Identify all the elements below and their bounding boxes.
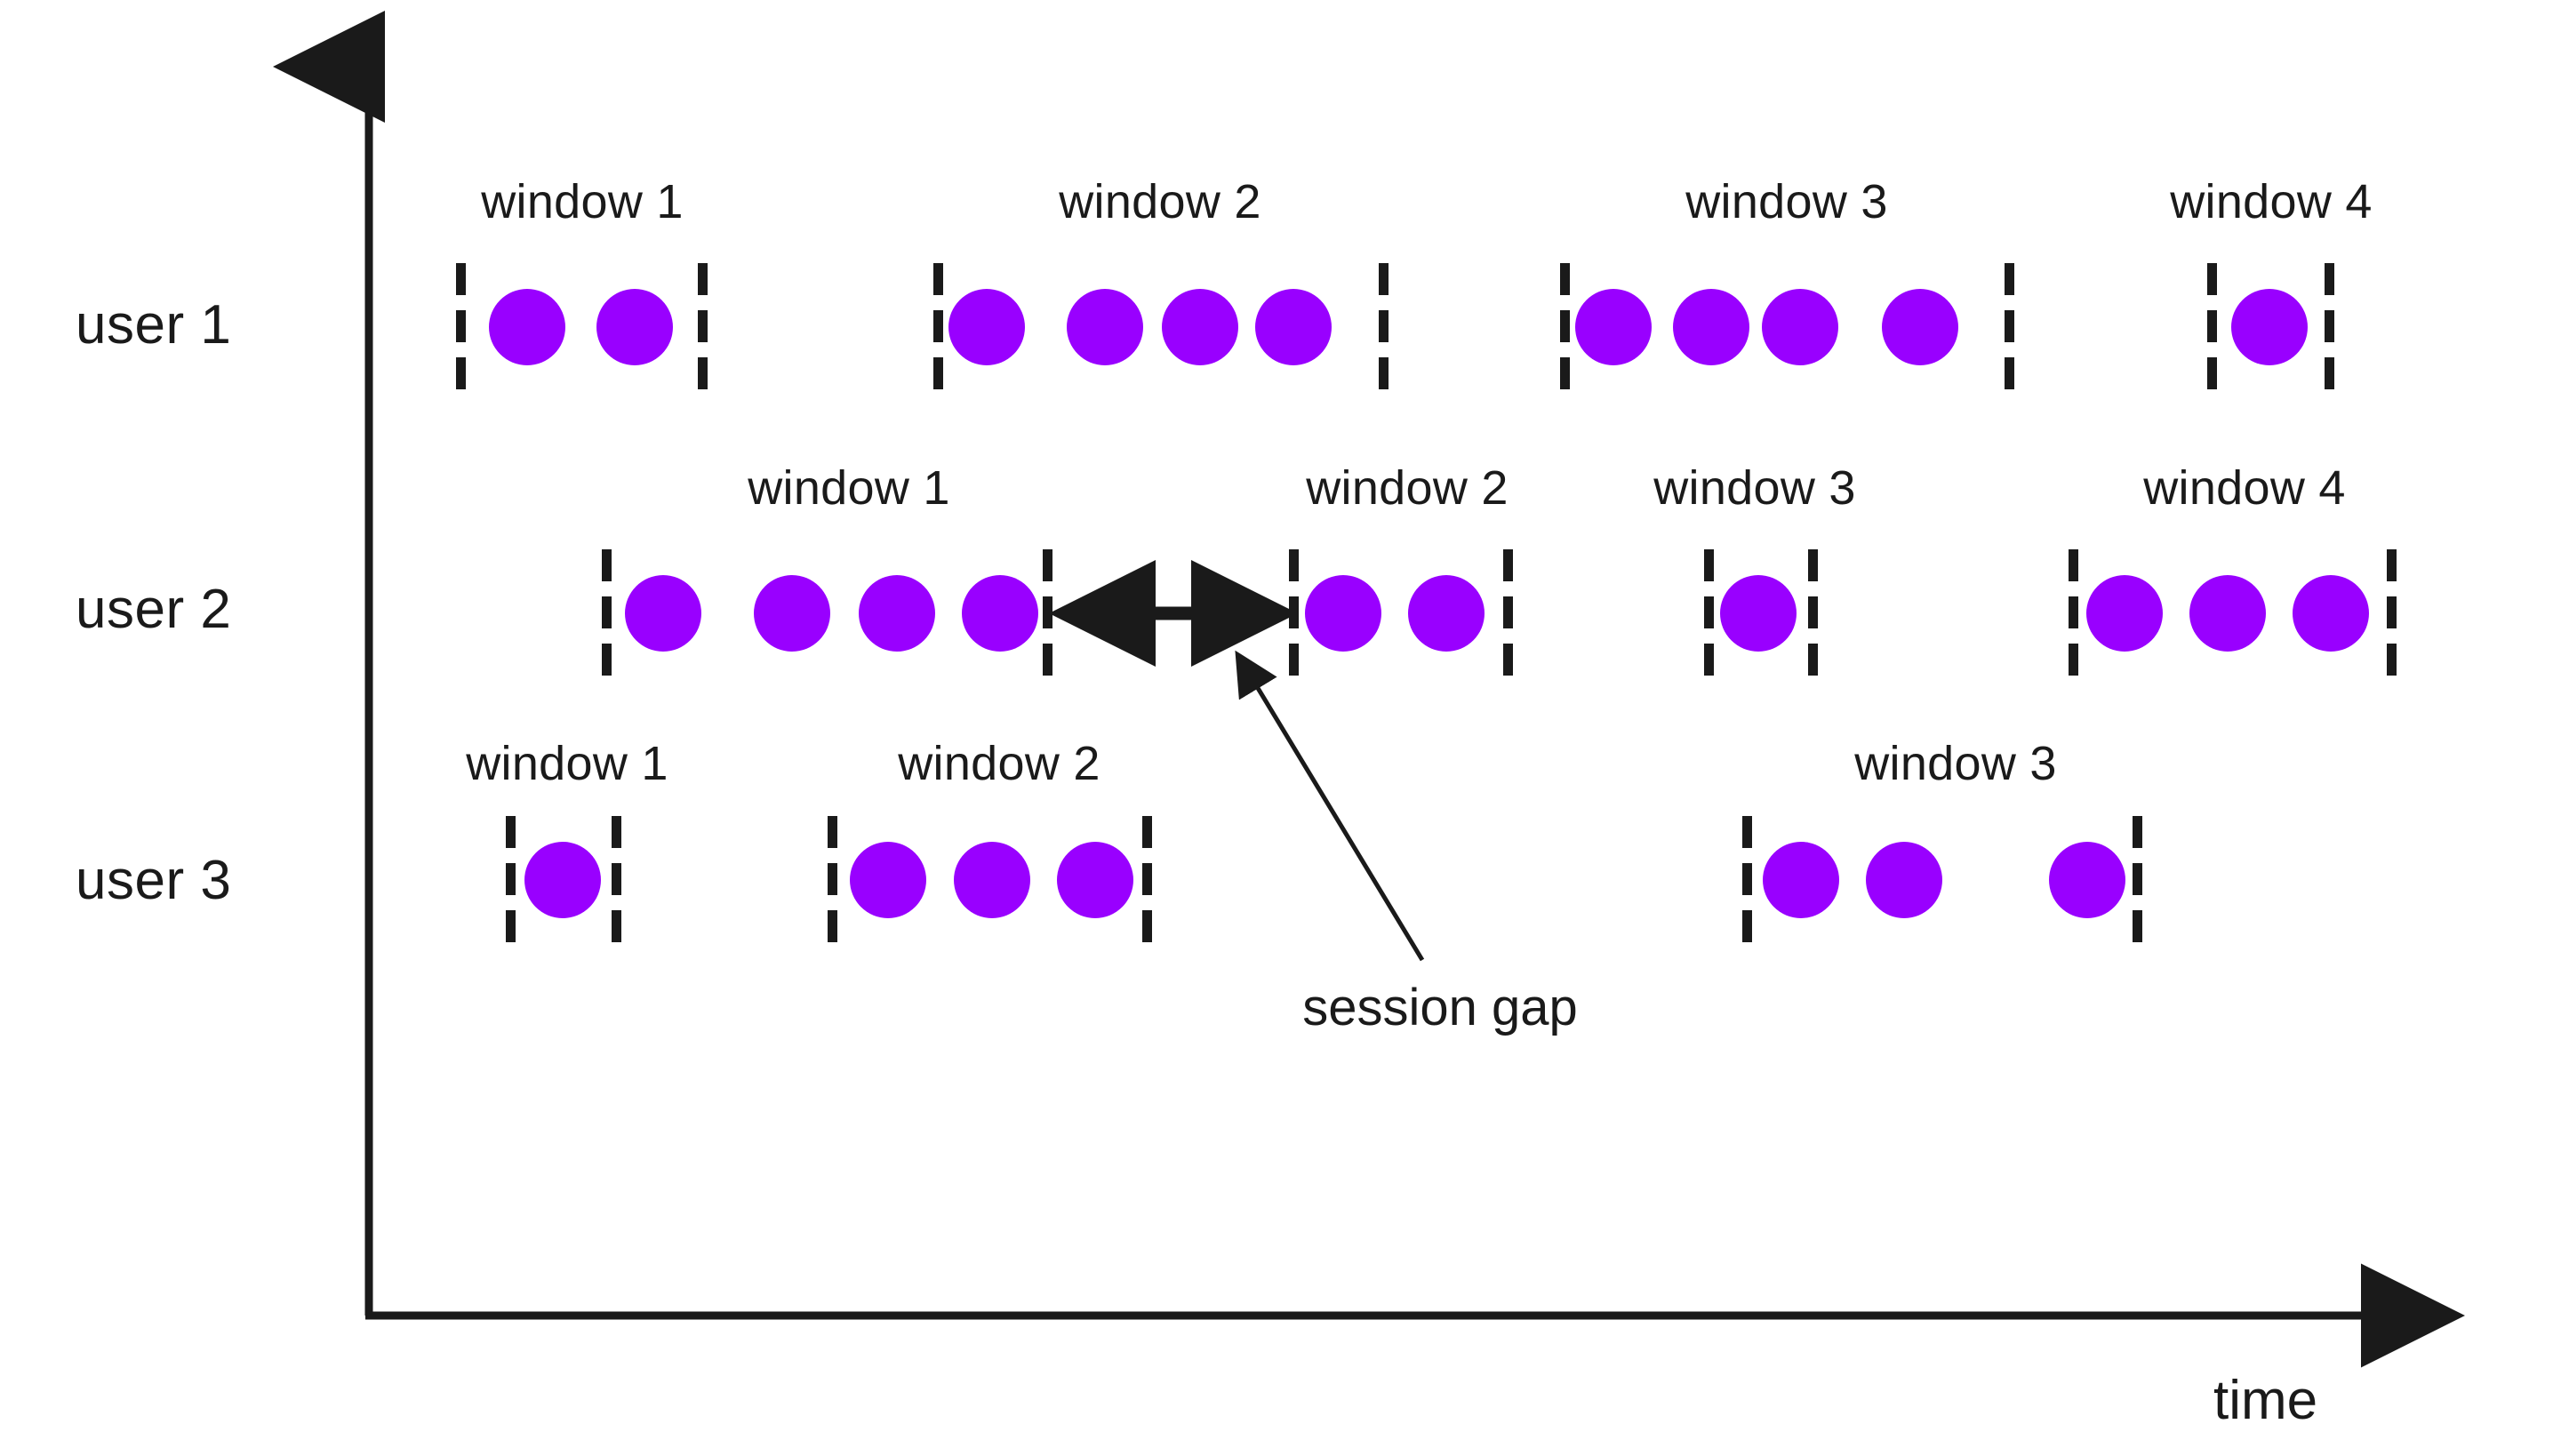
window-label: window 1 (481, 175, 684, 228)
window-end-boundary (2386, 549, 2397, 681)
event-dot (1305, 575, 1381, 652)
event-dot (2293, 575, 2369, 652)
window-start-boundary (1559, 263, 1570, 395)
event-dot (524, 842, 601, 918)
event-dot (754, 575, 830, 652)
window-label: window 2 (898, 737, 1100, 790)
window-start-boundary (932, 263, 943, 395)
window-start-boundary (2206, 263, 2217, 395)
window-label: window 4 (2170, 175, 2373, 228)
user-label: user 3 (76, 850, 232, 911)
event-dot (1762, 289, 1838, 365)
window-start-boundary (505, 816, 516, 948)
window-end-boundary (1042, 549, 1052, 681)
event-dot (2049, 842, 2125, 918)
window-start-boundary (2068, 549, 2078, 681)
window-label: window 1 (748, 461, 950, 515)
session-gap-pointer-line (1235, 650, 1425, 962)
event-dot (2231, 289, 2308, 365)
event-dot (850, 842, 926, 918)
event-dot (1162, 289, 1238, 365)
event-dot (1866, 842, 1942, 918)
event-dot (1763, 842, 1839, 918)
window-end-boundary (2004, 263, 2014, 395)
window-end-boundary (697, 263, 708, 395)
window-start-boundary (455, 263, 466, 395)
window-start-boundary (1703, 549, 1714, 681)
window-label: window 3 (1653, 461, 1856, 515)
event-dot (2189, 575, 2266, 652)
event-dot (1067, 289, 1143, 365)
window-start-boundary (1741, 816, 1752, 948)
user-label: user 2 (76, 579, 232, 640)
window-label: window 1 (466, 737, 668, 790)
window-label: window 3 (1854, 737, 2057, 790)
event-dot (954, 842, 1030, 918)
window-label: window 4 (2143, 461, 2346, 515)
event-dot (596, 289, 673, 365)
x-axis-label: time (2213, 1370, 2318, 1431)
event-dot (1720, 575, 1797, 652)
event-dot (948, 289, 1025, 365)
window-label: window 2 (1059, 175, 1261, 228)
event-dot (489, 289, 565, 365)
window-start-boundary (1288, 549, 1299, 681)
event-dot (2086, 575, 2163, 652)
window-end-boundary (1502, 549, 1513, 681)
window-start-boundary (601, 549, 612, 681)
event-dot (1882, 289, 1958, 365)
window-end-boundary (1141, 816, 1152, 948)
event-dot (962, 575, 1038, 652)
session-gap-label: session gap (1302, 979, 1578, 1036)
window-end-boundary (1807, 549, 1818, 681)
window-end-boundary (1378, 263, 1389, 395)
event-dot (1408, 575, 1485, 652)
window-label: window 2 (1306, 461, 1509, 515)
event-dot (1673, 289, 1749, 365)
event-dot (1057, 842, 1133, 918)
window-end-boundary (611, 816, 621, 948)
user-label: user 1 (76, 294, 232, 356)
event-dot (1255, 289, 1332, 365)
window-label: window 3 (1685, 175, 1888, 228)
window-end-boundary (2324, 263, 2334, 395)
event-dot (859, 575, 935, 652)
event-dot (625, 575, 701, 652)
window-end-boundary (2132, 816, 2142, 948)
window-start-boundary (827, 816, 837, 948)
event-dot (1575, 289, 1652, 365)
